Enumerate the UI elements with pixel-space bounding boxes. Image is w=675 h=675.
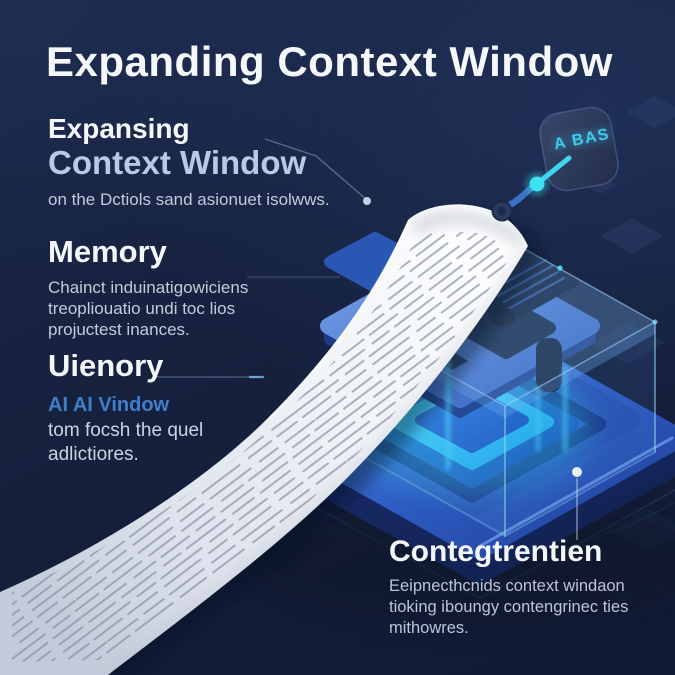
badge-tag (491, 106, 619, 222)
section-expanding: Expansing Context Window on the Dctiols … (48, 114, 330, 210)
section-expanding-body: on the Dctiols sand asionuet isolwws. (48, 190, 330, 210)
section-uienory-heading: Uienory (48, 348, 164, 383)
section-context-retention: Contegtrentien Eeipnecthcnids context wi… (389, 536, 628, 639)
section-expanding-heading: Expansing (48, 113, 190, 144)
section-uienory: Uienory AI AI Vindow tom focsh the quel … (48, 348, 204, 467)
connector-expanding (264, 138, 371, 205)
badge-shape (539, 106, 619, 192)
section-memory-heading: Memory (48, 234, 167, 269)
section-context-retention-heading: Contegtrentien (389, 535, 603, 568)
badge-dot-cyan (529, 176, 545, 192)
section-expanding-subheading: Context Window (48, 144, 307, 182)
section-uienory-body: tom focsh the quel adlictiores. (48, 419, 204, 465)
section-uienory-accent: AI AI Vindow (48, 393, 170, 416)
connector-context-retention (572, 467, 582, 540)
section-memory-body: Chainct induinatigowiciens treopliouatio… (48, 277, 249, 339)
section-memory: Memory Chainct induinatigowiciens treopl… (48, 234, 249, 340)
page-title: Expanding Context Window (46, 38, 613, 85)
section-context-retention-body: Eeipnecthcnids context windaon tioking i… (389, 576, 629, 637)
paper-scroll-shading (105, 212, 528, 675)
